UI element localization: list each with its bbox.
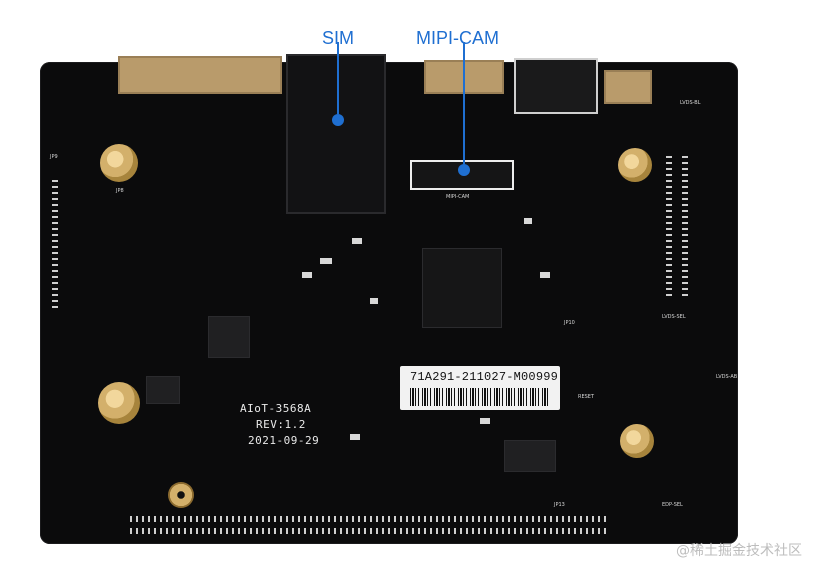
component-cluster-7 xyxy=(350,434,360,440)
component-cluster-4 xyxy=(370,298,378,304)
mounting-hole-bottom-center xyxy=(168,482,194,508)
sim-marker-dot xyxy=(332,114,344,126)
annotation-sim: SIM xyxy=(322,28,355,48)
board-date: 2021-09-29 xyxy=(248,434,320,447)
component-cluster-1 xyxy=(352,238,362,244)
connector-top-right xyxy=(604,70,652,104)
board-name-line2: REV:1.2 xyxy=(256,418,306,431)
silk-jp9: JP9 xyxy=(50,154,58,160)
silk-lvds-bl: LVDS-BL xyxy=(680,100,701,106)
connector-top-left xyxy=(118,56,282,94)
board-name-line1: AIoT-3568A xyxy=(240,402,312,415)
component-cluster-3 xyxy=(540,272,550,278)
silk-lvds-sel: LVDS-SEL xyxy=(662,314,686,320)
chip-lower-center xyxy=(504,440,556,472)
pcb-board: MIPI-CAM AIoT-3568A REV:1.2 2021-09-29 R… xyxy=(40,42,738,544)
component-cluster-6 xyxy=(480,418,490,424)
sim-leader-line xyxy=(337,42,339,114)
silk-edp-sel: EDP-SEL xyxy=(662,502,683,508)
mipi-leader-line xyxy=(463,42,465,164)
header-right xyxy=(666,156,672,296)
reset-silk-label: RESET xyxy=(578,394,595,400)
serial-label: 71A291-211027-M00999 xyxy=(400,366,560,410)
mipi-cam-connector xyxy=(410,160,514,190)
header-left xyxy=(52,180,58,310)
component-cluster-2 xyxy=(320,258,332,264)
component-cluster-5 xyxy=(524,218,532,224)
mounting-hole-bottom-right xyxy=(620,424,654,458)
mounting-hole-top-left xyxy=(100,144,138,182)
header-bottom-2 xyxy=(130,528,610,534)
serial-number: 71A291-211027-M00999 xyxy=(410,370,559,384)
chip-left-mid xyxy=(146,376,180,404)
annotation-mipi-cam: MIPI-CAM xyxy=(416,28,499,48)
header-right-2 xyxy=(682,156,688,296)
silk-lvds-ab: LVDS-AB xyxy=(716,374,738,380)
mipi-marker-dot xyxy=(458,164,470,176)
connector-top-ethernet xyxy=(514,58,598,114)
watermark: @稀土掘金技术社区 xyxy=(676,543,802,559)
barcode xyxy=(410,388,550,406)
sim-card-holder xyxy=(286,54,386,214)
silk-jp10: JP10 xyxy=(564,320,575,326)
chip-center xyxy=(422,248,502,328)
mounting-hole-bottom-left xyxy=(98,382,140,424)
silk-jp13: JP13 xyxy=(554,502,565,508)
chip-left xyxy=(208,316,250,358)
component-cluster-8 xyxy=(302,272,312,278)
mipi-silk-label: MIPI-CAM xyxy=(446,194,470,200)
mounting-hole-top-right xyxy=(618,148,652,182)
silk-jp8: JP8 xyxy=(116,188,124,194)
header-bottom xyxy=(130,516,610,522)
